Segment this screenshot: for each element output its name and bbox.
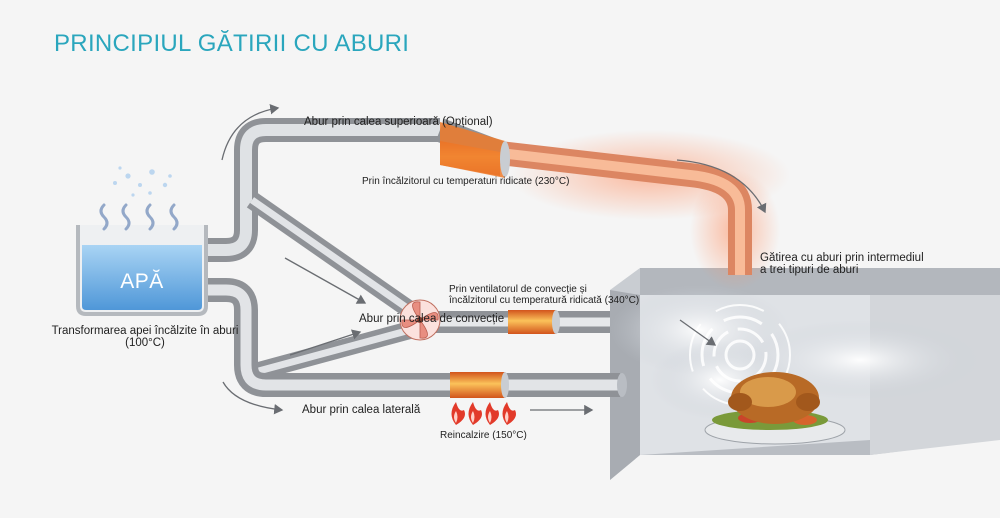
- flame-icon: [451, 402, 516, 425]
- side-path-label: Abur prin calea laterală: [302, 404, 421, 416]
- cooking-label: Gătirea cu aburi prin intermediul a trei…: [760, 252, 924, 276]
- page-title: PRINCIPIUL GĂTIRII CU ABURI: [54, 30, 410, 57]
- cooking-line1: Gătirea cu aburi prin intermediul: [760, 252, 924, 264]
- upper-path-label: Abur prin calea superioară (Opțional): [304, 116, 493, 128]
- steam-wave-icon: [99, 203, 179, 231]
- water-caption-line2: (100°C): [125, 337, 165, 349]
- arrow-icon: [221, 104, 767, 416]
- reheat-label: Reincalzire (150°C): [440, 430, 527, 441]
- water-caption-line1: Transformarea apei încălzite în aburi: [51, 325, 239, 337]
- side-heater: [450, 372, 509, 398]
- water-tank: [76, 225, 208, 316]
- convection-heater-line2: încălzitorul cu temperatură ridicată (34…: [449, 295, 640, 306]
- upper-heater: [440, 122, 510, 178]
- roast-chicken-icon: [704, 372, 846, 445]
- steam-bubbles: [113, 166, 172, 197]
- cooking-line2: a trei tipuri de aburi: [760, 264, 859, 276]
- convection-heater-label: Prin ventilatorul de convecție și încălz…: [449, 284, 639, 306]
- convection-heater-line1: Prin ventilatorul de convecție și: [449, 284, 587, 295]
- fan-icon: [399, 299, 441, 341]
- convection-label: Abur prin calea de convecție: [359, 313, 505, 325]
- convection-heater: [508, 310, 560, 334]
- water-label: APĂ: [120, 270, 164, 293]
- water-caption: Transformarea apei încălzite în aburi (1…: [34, 325, 256, 349]
- upper-heater-label: Prin încălzitorul cu temperaturi ridicat…: [362, 176, 570, 187]
- upper-steam-pipe: [204, 118, 440, 262]
- side-steam-pipe: [204, 278, 627, 397]
